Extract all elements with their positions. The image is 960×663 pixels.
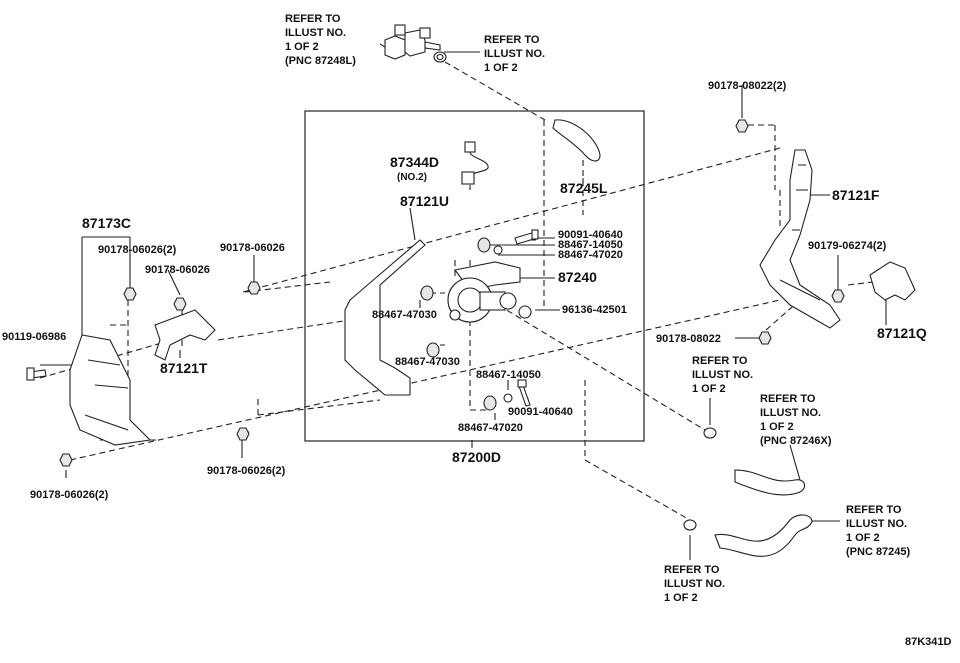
label-87121T: 87121T xyxy=(160,360,208,376)
shield-87173C-part[interactable] xyxy=(69,334,152,446)
svg-text:REFER TO: REFER TO xyxy=(484,34,540,46)
label-90178-06026-2b: 90178-06026(2) xyxy=(207,465,286,477)
svg-text:REFER TO: REFER TO xyxy=(664,564,720,576)
label-90178-06026-2c: 90178-06026(2) xyxy=(30,489,109,501)
label-90178-06026b: 90178-06026 xyxy=(220,242,285,254)
svg-text:ILLUST NO.: ILLUST NO. xyxy=(760,407,821,419)
hose-87245L-part[interactable] xyxy=(552,119,601,162)
svg-text:REFER TO: REFER TO xyxy=(692,355,748,367)
bracket-87121F-part[interactable] xyxy=(759,149,841,329)
svg-text:1 OF 2: 1 OF 2 xyxy=(760,421,794,433)
svg-text:1 OF 2: 1 OF 2 xyxy=(846,532,880,544)
label-87121F: 87121F xyxy=(832,187,880,203)
nuts-right[interactable] xyxy=(735,119,845,345)
svg-text:(PNC 87245): (PNC 87245) xyxy=(846,546,911,558)
label-87173C: 87173C xyxy=(82,215,131,231)
label-88467-14050b: 88467-14050 xyxy=(476,369,541,381)
bracket-87121Q-part[interactable] xyxy=(869,261,916,301)
label-90091-40640a: 90091-40640 xyxy=(558,229,623,241)
labels: 87173C 90178-06026(2) 90178-06026 90178-… xyxy=(2,13,952,648)
hose-87245-part[interactable] xyxy=(714,514,813,557)
nuts-left[interactable] xyxy=(26,281,261,467)
dashed-leaders xyxy=(39,61,891,521)
bolts[interactable] xyxy=(514,229,539,407)
label-90119-06986: 90119-06986 xyxy=(2,331,66,343)
label-87245L: 87245L xyxy=(560,180,608,196)
label-90178-06026-2a: 90178-06026(2) xyxy=(98,244,177,256)
ref-87246x: REFER TO ILLUST NO. 1 OF 2 (PNC 87246X) xyxy=(760,393,832,447)
label-90178-08022: 90178-08022 xyxy=(656,333,721,345)
diagram-code: 87K341D xyxy=(905,636,952,648)
ref-bottom: REFER TO ILLUST NO. 1 OF 2 xyxy=(664,564,725,604)
bracket-87121U-part[interactable] xyxy=(344,239,426,396)
water-pump-87240-part[interactable] xyxy=(447,261,521,323)
label-87200D: 87200D xyxy=(452,449,501,465)
grommets[interactable] xyxy=(420,237,532,411)
ref-top-mid: REFER TO ILLUST NO. 1 OF 2 xyxy=(484,34,545,74)
svg-text:REFER TO: REFER TO xyxy=(846,504,902,516)
label-88467-47020b: 88467-47020 xyxy=(458,422,523,434)
water-valve-part[interactable] xyxy=(384,24,441,60)
hose-clamp-top[interactable] xyxy=(433,51,447,63)
label-90178-08022-2: 90178-08022(2) xyxy=(708,80,787,92)
label-88467-47020a: 88467-47020 xyxy=(558,249,623,261)
label-90091-40640b: 90091-40640 xyxy=(508,406,573,418)
ref-top-left: REFER TO ILLUST NO. 1 OF 2 (PNC 87248L) xyxy=(285,13,356,67)
svg-text:ILLUST NO.: ILLUST NO. xyxy=(692,369,753,381)
svg-text:ILLUST NO.: ILLUST NO. xyxy=(664,578,725,590)
hose-clamps-right[interactable] xyxy=(683,427,717,531)
svg-text:(PNC 87246X): (PNC 87246X) xyxy=(760,435,832,447)
hose-87246X-part[interactable] xyxy=(734,469,806,496)
label-90178-06026a: 90178-06026 xyxy=(145,264,210,276)
assembly-box xyxy=(304,110,645,442)
svg-text:ILLUST NO.: ILLUST NO. xyxy=(285,27,346,39)
label-87121Q: 87121Q xyxy=(877,325,927,341)
ref-87245: REFER TO ILLUST NO. 1 OF 2 (PNC 87245) xyxy=(846,504,911,558)
svg-text:1 OF 2: 1 OF 2 xyxy=(484,62,518,74)
label-87344D-note: (NO.2) xyxy=(397,172,427,183)
ref-mid-right: REFER TO ILLUST NO. 1 OF 2 xyxy=(692,355,753,395)
label-87344D: 87344D xyxy=(390,154,439,170)
svg-text:REFER TO: REFER TO xyxy=(285,13,341,25)
svg-text:(PNC 87248L): (PNC 87248L) xyxy=(285,55,356,67)
svg-text:1 OF 2: 1 OF 2 xyxy=(664,592,698,604)
label-87121U: 87121U xyxy=(400,193,449,209)
svg-text:ILLUST NO.: ILLUST NO. xyxy=(484,48,545,60)
svg-text:1 OF 2: 1 OF 2 xyxy=(692,383,726,395)
svg-text:ILLUST NO.: ILLUST NO. xyxy=(846,518,907,530)
bracket-87121T-part[interactable] xyxy=(154,309,216,361)
svg-text:REFER TO: REFER TO xyxy=(760,393,816,405)
label-96136-42501: 96136-42501 xyxy=(562,304,627,316)
label-87240: 87240 xyxy=(558,269,597,285)
svg-text:1 OF 2: 1 OF 2 xyxy=(285,41,319,53)
label-88467-47030b: 88467-47030 xyxy=(395,356,460,368)
wire-harness-87344D-part[interactable] xyxy=(461,141,489,185)
label-90179-06274-2: 90179-06274(2) xyxy=(808,240,887,252)
label-88467-14050a: 88467-14050 xyxy=(558,239,623,251)
label-88467-47030a: 88467-47030 xyxy=(372,309,437,321)
